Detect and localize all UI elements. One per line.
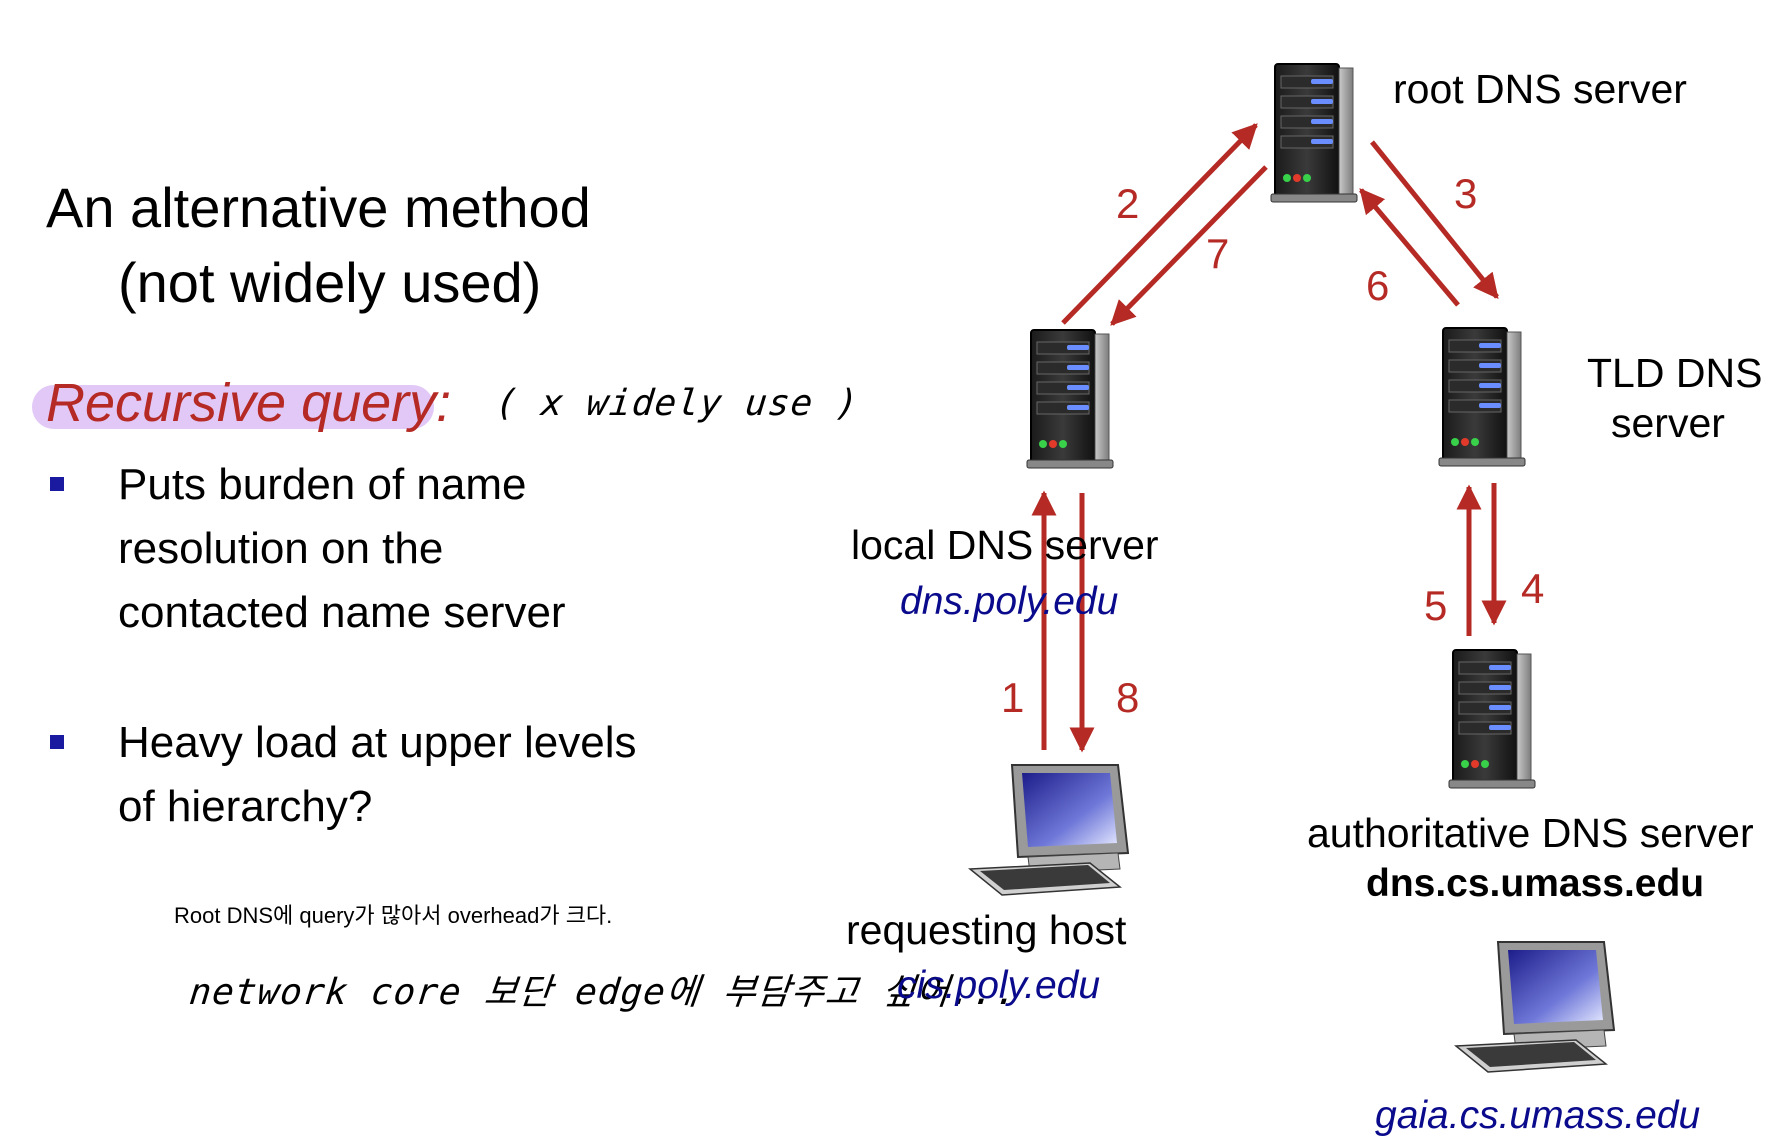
tld-server-label-line1: TLD DNS <box>1587 350 1763 396</box>
local-server-host: dns.poly.edu <box>900 580 1119 623</box>
step-number-6: 6 <box>1366 262 1390 309</box>
step-number-5: 5 <box>1424 582 1448 629</box>
authoritative-server-icon <box>1448 649 1536 789</box>
arrow-2 <box>1061 123 1258 325</box>
gaia-host-computer-icon <box>1455 941 1615 1073</box>
bullet-marker-2 <box>50 735 64 749</box>
step-number-8: 8 <box>1116 674 1140 721</box>
title-line-1: An alternative method <box>46 176 591 239</box>
heading-highlight <box>32 385 434 429</box>
bullet-2: Heavy load at upper levels of hierarchy? <box>118 718 637 831</box>
step-number-1: 1 <box>1001 674 1025 721</box>
root-server-icon <box>1270 63 1358 203</box>
arrow-6 <box>1359 188 1460 307</box>
local-server-label: local DNS server <box>851 522 1159 568</box>
arrow-7 <box>1110 165 1268 326</box>
bullet-1: Puts burden of name resolution on the co… <box>118 460 566 637</box>
bullet-marker-1 <box>50 477 64 491</box>
authoritative-server-label: authoritative DNS server <box>1307 810 1754 856</box>
gaia-host-name: gaia.cs.umass.edu <box>1375 1094 1701 1137</box>
local-server-icon <box>1026 329 1114 469</box>
step-number-2: 2 <box>1116 180 1140 227</box>
requesting-host-name: cis.poly.edu <box>897 964 1101 1007</box>
authoritative-server-host: dns.cs.umass.edu <box>1366 862 1705 905</box>
requesting-host-computer-icon <box>969 764 1129 896</box>
root-server-label: root DNS server <box>1393 66 1687 112</box>
typed-note: Root DNS에 query가 많아서 overhead가 크다. <box>174 903 613 928</box>
heading-recursive-query: Recursive query: <box>46 373 452 433</box>
title-line-2: (not widely used) <box>118 251 542 314</box>
step-number-4: 4 <box>1521 565 1545 612</box>
requesting-host-label: requesting host <box>846 907 1127 953</box>
step-number-3: 3 <box>1454 170 1478 217</box>
step-number-7: 7 <box>1206 230 1230 277</box>
tld-server-icon <box>1438 327 1526 467</box>
tld-server-label-line2: server <box>1611 400 1725 446</box>
arrow-3 <box>1370 140 1499 299</box>
